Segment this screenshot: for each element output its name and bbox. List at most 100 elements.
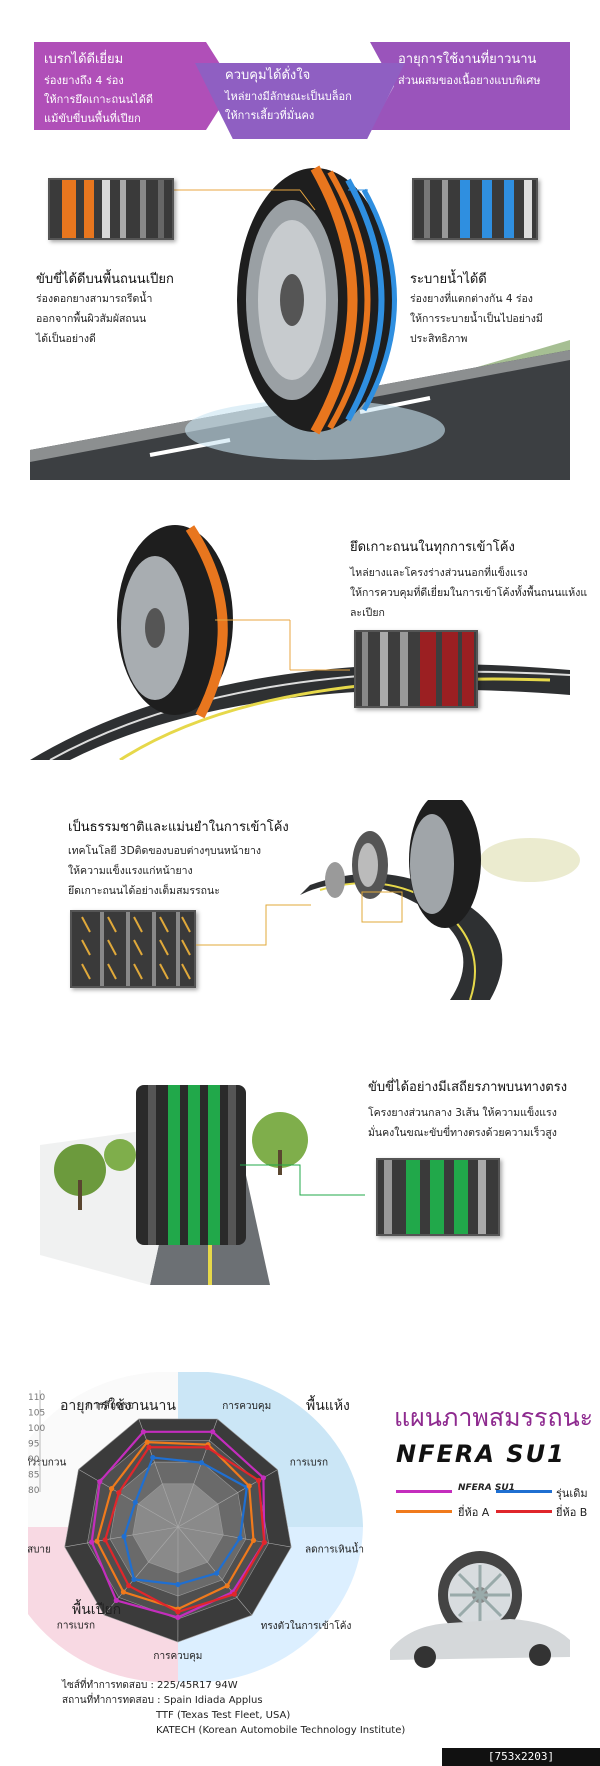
feature-title: ยึดเกาะถนนในทุกการเข้าโค้ง: [350, 540, 515, 555]
feature-line: ให้การควบคุมที่ดีเยี่ยมในการเข้าโค้งทั้ง…: [350, 587, 588, 599]
feature-title: เป็นธรรมชาติและแม่นยำในการเข้าโค้ง: [68, 820, 289, 835]
banner-title: ควบคุมได้ดั่งใจ: [225, 68, 311, 83]
feature-line: ประสิทธิภาพ: [410, 333, 468, 345]
feature-line: ให้การระบายน้ำเป็นไปอย่างมี: [410, 313, 543, 325]
feature-precise-cornering: เป็นธรรมชาติและแม่นยำในการเข้าโค้ง เทคโน…: [68, 816, 308, 901]
radar-tick-label: 85: [28, 1471, 39, 1481]
radar-point: [97, 1479, 103, 1485]
radar-point: [121, 1533, 127, 1540]
banner-line: ให้การยึดเกาะถนนได้ดี: [44, 93, 153, 106]
banner-line: ส่วนผสมของเนื้อยางแบบพิเศษ: [398, 74, 541, 87]
tire-image: [325, 800, 481, 928]
radar-spoke: [78, 1469, 179, 1528]
banner-line: แม้ขับขี่บนพื้นที่เปียก: [44, 112, 141, 125]
banner-control: ควบคุมได้ดั่งใจ ไหล่ยางมีลักษณะเป็นบล็อก…: [195, 63, 405, 139]
radar-legend: NFERA SU1 รุ่นเดิม ยี่ห้อ A ยี่ห้อ B: [396, 1483, 596, 1530]
radar-point: [126, 1583, 132, 1589]
legend-swatch: [496, 1510, 552, 1513]
radar-series-line: [95, 1440, 255, 1611]
quadrant-label-wet: พื้นเปียก: [72, 1599, 121, 1618]
feature-line: ออกจากพื้นผิวสัมผัสถนน: [36, 313, 147, 325]
radar-point: [102, 1537, 108, 1543]
radar-point: [246, 1483, 252, 1489]
feature-line: ให้ความแข็งแรงแก่หน้ายาง: [68, 865, 193, 877]
banner-title: เบรกได้ดีเยี่ยม: [44, 52, 124, 67]
quadrant-label-dry: พื้นแห้ง: [306, 1395, 350, 1414]
radar-point: [237, 1535, 243, 1541]
radar-series-line: [122, 1456, 248, 1586]
banner-title: อายุการใช้งานที่ยาวนาน: [398, 52, 537, 67]
radar-point: [175, 1609, 181, 1615]
radar-axis-label: การควบคุม: [222, 1401, 271, 1412]
feature-line: ร่องยางที่แตกต่างกัน 4 ร่อง: [410, 293, 533, 305]
spec-place-2: TTF (Texas Test Fleet, USA): [156, 1710, 291, 1721]
feature-line: ได้เป็นอย่างดี: [36, 333, 96, 345]
feature-straight-stability: ขับขี่ได้อย่างมีเสถียรภาพบนทางตรง โครงยา…: [368, 1076, 588, 1143]
banner-longevity: อายุการใช้งานที่ยาวนาน ส่วนผสมของเนื้อยา…: [370, 42, 570, 130]
test-specs: ไซส์ที่ทำการทดสอบ : 225/45R17 94W สถานที…: [62, 1678, 422, 1738]
radar-tick-label: 90: [28, 1455, 40, 1465]
radar-tick-label: 95: [28, 1440, 39, 1450]
car-with-tire-illustration: [390, 1551, 570, 1668]
banner-line: ร่องยางถึง 4 ร่อง: [44, 74, 124, 87]
radar-point: [109, 1486, 115, 1492]
spec-place-3: KATECH (Korean Automobile Technology Ins…: [156, 1725, 406, 1736]
legend-swatch: [396, 1510, 452, 1513]
radar-point: [113, 1597, 119, 1603]
radar-spoke: [177, 1469, 278, 1528]
brand-logo: NFERA SU1: [396, 1440, 566, 1468]
radar-point: [256, 1477, 262, 1484]
radar-point: [116, 1490, 122, 1496]
radar-chart: การควบคุมการเบรกลดการเหินน้ำทรงตัวในการเ…: [28, 1372, 364, 1682]
radar-point: [144, 1439, 150, 1445]
radar-axis-label: การสึกหรอ: [87, 1400, 134, 1412]
feature-line: โครงยางส่วนกลาง 3เส้น ให้ความแข็งแรง: [368, 1107, 557, 1119]
watermark: [753x2203] https://upic.me/: [442, 1748, 600, 1766]
radar-spoke: [177, 1418, 218, 1528]
feature-title: ขับขี่ได้ดีบนพื้นถนนเปียก: [36, 272, 174, 287]
tread-swatch-green: [376, 1158, 500, 1236]
feature-line: มั่นคงในขณะขับขี่ทางตรงด้วยความเร็วสูง: [368, 1127, 557, 1139]
radar-point: [260, 1475, 266, 1481]
radar-axis-label: ความนุ่มสบาย: [28, 1544, 51, 1555]
radar-point: [204, 1444, 210, 1450]
tire-image: [237, 165, 397, 435]
radar-point: [94, 1538, 100, 1544]
radar-spoke: [138, 1418, 179, 1528]
radar-point: [198, 1460, 205, 1466]
banner-line: ให้การเลี้ยวที่มั่นคง: [225, 109, 315, 122]
straight-road-illustration: [40, 1085, 365, 1285]
radar-point: [132, 1499, 138, 1505]
feature-line: ร่องดอกยางสามารถรีดน้ำ: [36, 293, 153, 305]
feature-title: ระบายน้ำได้ดี: [410, 272, 487, 287]
radar-point: [89, 1539, 95, 1545]
legend-swatch: [396, 1490, 452, 1493]
radar-axis-label: การควบคุม: [153, 1651, 202, 1662]
feature-cornering-grip: ยึดเกาะถนนในทุกการเข้าโค้ง ไหล่ยางและโคร…: [350, 536, 600, 623]
feature-water-drainage: ระบายน้ำได้ดี ร่องยางที่แตกต่างกัน 4 ร่อ…: [410, 268, 580, 349]
winding-road-illustration: [300, 800, 580, 1000]
radar-point: [210, 1429, 216, 1435]
tire-image: [117, 525, 233, 719]
spec-place: สถานที่ทำการทดสอบ : Spain Idiada Applus: [62, 1695, 263, 1706]
radar-point: [175, 1614, 181, 1620]
banner-line: ไหล่ยางมีลักษณะเป็นบล็อก: [225, 90, 352, 103]
radar-point: [131, 1576, 137, 1582]
radar-spoke: [177, 1526, 253, 1616]
radar-point: [146, 1444, 152, 1450]
radar-point: [175, 1581, 181, 1588]
legend-swatch: [496, 1490, 552, 1493]
feature-line: ละเปียก: [350, 607, 385, 619]
radar-point: [250, 1537, 257, 1543]
radar-axis-label: เสียงตัวรบกวน: [28, 1456, 66, 1468]
radar-tick-label: 105: [28, 1409, 45, 1419]
connector-line: [196, 904, 311, 946]
radar-axis-label: การเบรก: [57, 1621, 95, 1632]
radar-point: [231, 1591, 237, 1597]
radar-series-line: [90, 1430, 266, 1619]
feature-wet-driving: ขับขี่ได้ดีบนพื้นถนนเปียก ร่องดอกยางสามา…: [36, 268, 226, 349]
feature-line: ไหล่ยางและโครงร่างส่วนนอกที่แข็งแรง: [350, 567, 528, 579]
radar-point: [214, 1570, 220, 1576]
feature-line: เทคโนโลยี 3Dติดของบอบต่างๆบนหน้ายาง: [68, 845, 262, 857]
feature-line: ยึดเกาะถนนได้อย่างเต็มสมรรถนะ: [68, 885, 220, 897]
